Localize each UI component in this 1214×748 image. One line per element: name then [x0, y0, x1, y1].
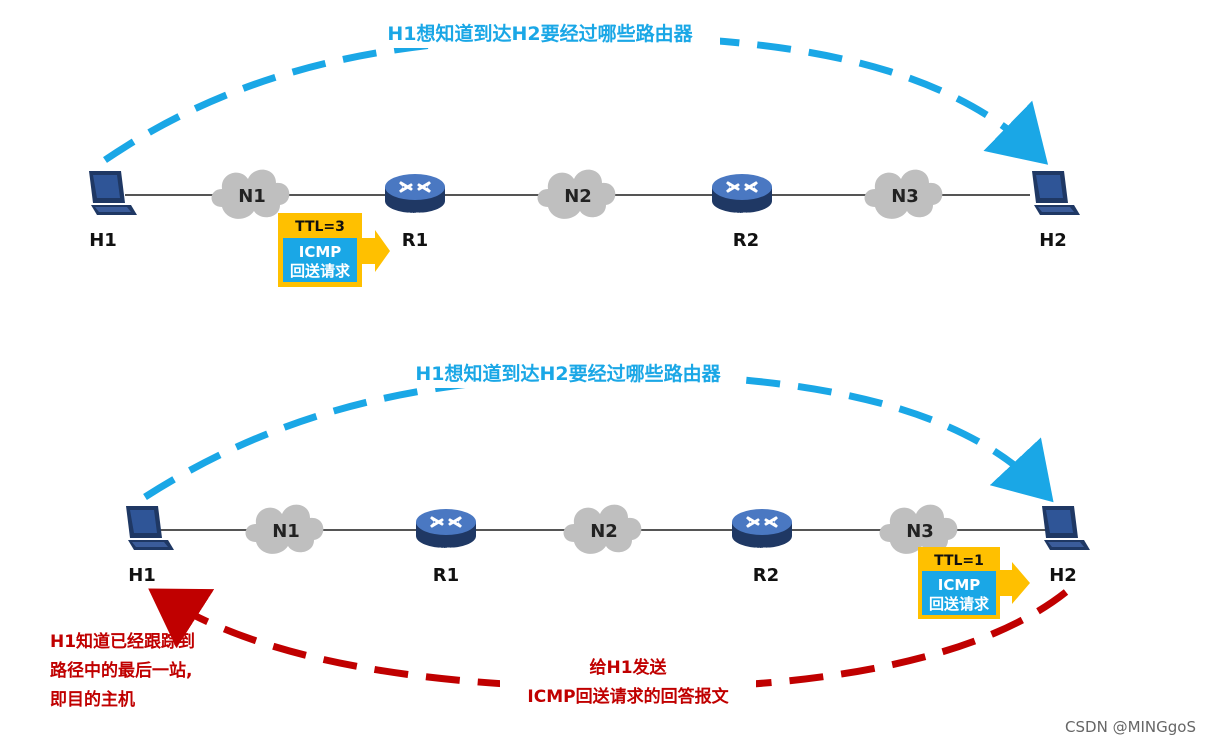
packet-body: [283, 238, 357, 282]
left-note-line1: H1知道已经跟踪到: [50, 631, 195, 652]
host-h2-icon: [1042, 506, 1090, 550]
diagram-title: H1想知道到达H2要经过哪些路由器: [387, 22, 693, 45]
packet-echo-request: 回送请求: [929, 595, 990, 613]
packet-arrow: [998, 562, 1030, 604]
diagram-title: H1想知道到达H2要经过哪些路由器: [415, 362, 721, 385]
cloud-n2-label: N2: [590, 521, 618, 542]
packet-arrow: [360, 230, 390, 272]
router-r2-icon: [730, 507, 794, 550]
reply-backdrop: [500, 652, 756, 714]
router-r2-label: R2: [733, 230, 759, 251]
title-backdrop: [360, 18, 720, 48]
reply-note-line2: ICMP回送请求的回答报文: [527, 686, 729, 707]
packet-ttl: TTL=1: [934, 553, 984, 569]
packet-icmp: ICMP: [938, 576, 981, 594]
host-h2-label: H2: [1049, 565, 1077, 586]
query-arc: [143, 370, 1054, 503]
router-r1-label: R1: [433, 565, 459, 586]
title-backdrop: [392, 358, 744, 388]
router-r1-label: R1: [402, 230, 428, 251]
router-r2-label: R2: [753, 565, 779, 586]
host-h1-icon: [89, 171, 137, 215]
host-h1-icon: [126, 506, 174, 550]
host-h2-label: H2: [1039, 230, 1067, 251]
left-note-line2: 路径中的最后一站,: [50, 660, 192, 681]
router-r2-badge: ROUTER: [750, 547, 775, 554]
router-r2-icon: [710, 172, 774, 215]
router-r1-icon: [414, 507, 478, 550]
cloud-n3-label: N3: [906, 521, 934, 542]
cloud-n1-label: N1: [272, 521, 300, 542]
diagram-2: H1想知道到达H2要经过哪些路由器 给H1发送 ICMP回送请求的回答报文 H1…: [50, 358, 1090, 714]
router-r2-badge: ROUTER: [730, 212, 755, 219]
cloud-n3-label: N3: [891, 186, 919, 207]
host-h1-label: H1: [89, 230, 117, 251]
host-h1-label: H1: [128, 565, 156, 586]
cloud-n2-label: N2: [564, 186, 592, 207]
packet-icmp: ICMP: [299, 243, 342, 261]
cloud-n1-label: N1: [238, 186, 266, 207]
packet-body: [922, 571, 996, 615]
reply-note-line1: 给H1发送: [589, 657, 667, 678]
diagram-1: H1想知道到达H2要经过哪些路由器 H1 H2 N1 N2 N3 ROUTER …: [89, 18, 1080, 287]
router-r1-icon: [383, 172, 447, 215]
packet-ttl: TTL=3: [295, 219, 345, 235]
query-arc: [103, 32, 1049, 165]
watermark: CSDN @MINGgoS: [1065, 718, 1196, 736]
left-note-line3: 即目的主机: [50, 689, 135, 710]
router-r1-badge: ROUTER: [434, 547, 459, 554]
icmp-packet: TTL=1 ICMP 回送请求: [918, 547, 1030, 619]
router-r1-badge: ROUTER: [403, 212, 428, 219]
icmp-packet: TTL=3 ICMP 回送请求: [278, 213, 390, 287]
packet-echo-request: 回送请求: [290, 262, 351, 280]
host-h2-icon: [1032, 171, 1080, 215]
